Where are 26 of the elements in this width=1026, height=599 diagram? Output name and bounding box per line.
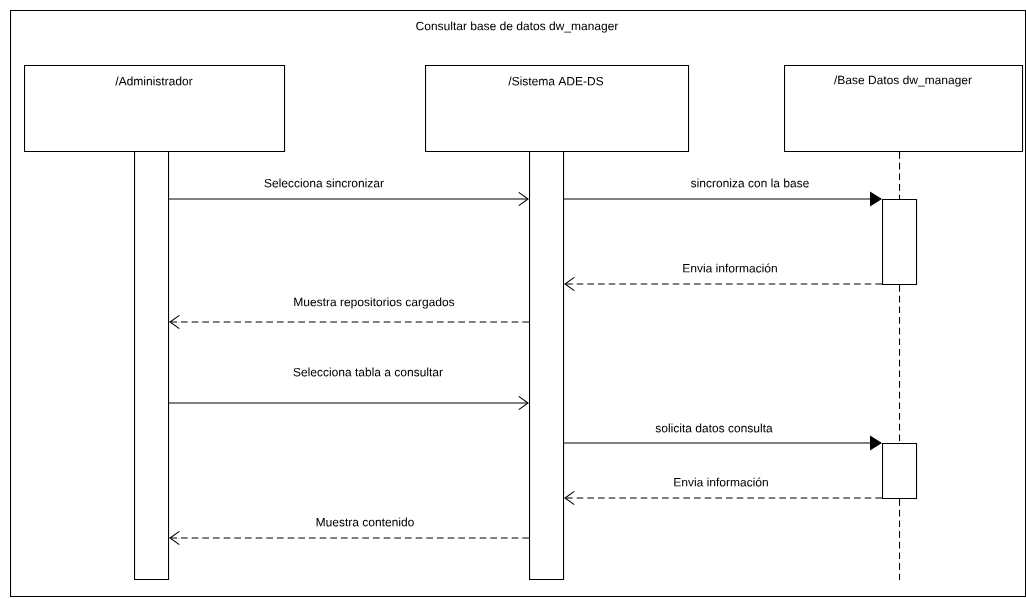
- message-arrow: [563, 191, 882, 207]
- activation-bar: [882, 199, 918, 286]
- edge-label: sincroniza con la base: [689, 177, 811, 189]
- activation-bar: [134, 151, 170, 581]
- lifeline: [899, 151, 901, 200]
- edge-label: Selecciona tabla a consultar: [291, 366, 445, 378]
- message-arrow: [169, 530, 530, 546]
- message-arrow: [168, 191, 529, 207]
- edge-label: Envia información: [672, 476, 770, 488]
- message-arrow: [168, 395, 529, 411]
- lifeline: [899, 284, 901, 444]
- edge-label: Selecciona sincronizar: [262, 177, 386, 189]
- lifeline-head-box: /Sistema ADE-DS: [425, 65, 690, 153]
- edge-label: solicita datos consulta: [653, 422, 775, 434]
- message-arrow: [563, 435, 882, 451]
- edge-label: Envia información: [681, 262, 779, 274]
- message-arrow: [169, 314, 530, 330]
- message-arrow: [564, 490, 883, 506]
- activation-bar: [882, 443, 918, 500]
- activation-bar: [529, 151, 565, 581]
- lifeline-head-box: /Base Datos dw_manager: [784, 65, 1024, 153]
- edge-label: Muestra repositorios cargados: [291, 296, 457, 310]
- lifeline-head-box: /Administrador: [24, 65, 286, 153]
- message-arrow: [564, 276, 883, 292]
- lifeline: [899, 498, 901, 581]
- edge-label: Muestra contenido: [314, 516, 416, 528]
